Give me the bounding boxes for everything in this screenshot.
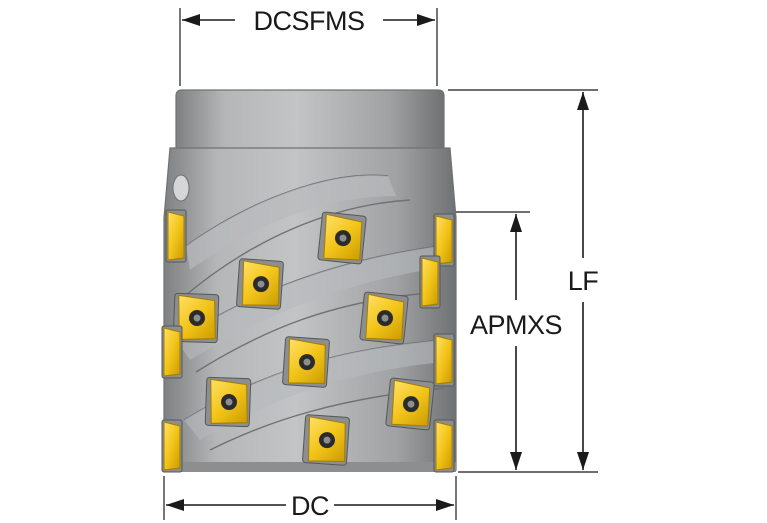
- dimension-dcsfms: DCSFMS: [179, 6, 438, 86]
- insert-icon: [281, 336, 331, 388]
- insert-icon: [204, 376, 252, 428]
- dc-label: DC: [291, 491, 329, 521]
- insert-icon: [317, 211, 367, 265]
- insert-side-icon: [161, 419, 183, 473]
- insert-side-icon: [161, 325, 183, 379]
- insert-icon: [359, 291, 409, 345]
- insert-icon: [301, 414, 351, 466]
- insert-side-icon: [433, 419, 455, 473]
- dimension-dc: DC: [163, 476, 457, 521]
- insert-icon: [385, 377, 435, 431]
- insert-icon: [235, 258, 285, 310]
- dcsfms-label: DCSFMS: [254, 6, 365, 36]
- dimension-apmxs: APMXS: [456, 211, 563, 470]
- insert-side-icon: [419, 255, 441, 309]
- apmxs-label: APMXS: [470, 310, 562, 340]
- lf-label: LF: [568, 266, 599, 296]
- dimension-lf: LF: [448, 89, 599, 473]
- insert-side-icon: [165, 209, 187, 263]
- insert-side-icon: [433, 333, 455, 387]
